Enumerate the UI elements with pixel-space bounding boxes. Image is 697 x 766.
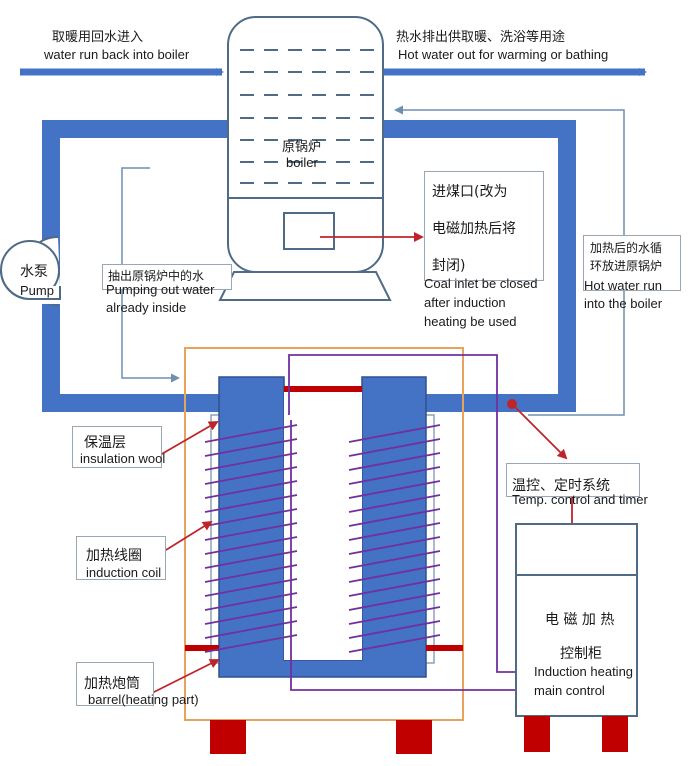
coil-turn (204, 480, 298, 499)
coal-label-cn-2: 电磁加热后将 (432, 221, 516, 237)
coal-label-cn-3: 封闭) (432, 258, 466, 274)
coil-turn (348, 424, 441, 443)
coil-turn (204, 634, 298, 653)
return-label-en-1: Hot water run (584, 278, 663, 293)
coil-turn (348, 606, 441, 625)
coil-turn (348, 634, 441, 653)
coil-label-cn: 加热线圈 (86, 548, 142, 564)
temp-label-en: Temp. control and timer (512, 492, 648, 507)
coil-turn (348, 522, 441, 541)
coal-label-en-2: after induction (424, 295, 506, 310)
coil-turn (204, 508, 298, 527)
boiler-label-en: boiler (286, 155, 318, 170)
pumpout-label-en-1: Pumping out water (106, 282, 215, 297)
pump-label-cn: 水泵 (20, 264, 48, 280)
cabinet-label-en-2: main control (534, 683, 605, 698)
barrel-label-en: barrel(heating part) (88, 692, 199, 707)
boiler-tank (218, 16, 392, 301)
coal-label-en-1: Coal inlet be closed (424, 276, 538, 291)
coal-label-cn-1: 进煤口(改为 (432, 184, 508, 200)
boiler-base (218, 271, 392, 301)
outflow-label-en: Hot water out for warming or bathing (398, 47, 609, 62)
coal-label-en-3: heating be used (424, 314, 517, 329)
coil-turn (204, 606, 298, 625)
pumpout-label-cn: 抽出原锅炉中的水 (108, 269, 205, 283)
coil-turn (204, 522, 298, 541)
coil-turn (204, 452, 298, 471)
coil-turn (348, 536, 441, 555)
coil-wire-inner (290, 420, 516, 691)
coil-turn (204, 536, 298, 555)
barrel-label-cn: 加热炮筒 (84, 676, 140, 692)
coil-label-box (76, 536, 166, 580)
coil-turn (348, 620, 441, 639)
pumpout-label-en-2: already inside (106, 300, 187, 315)
heater-frame (184, 347, 464, 721)
coil-turn (204, 578, 298, 597)
temp-label-cn: 温控、定时系统 (512, 478, 610, 494)
coil-turn (348, 438, 441, 457)
coil-turn (348, 480, 441, 499)
coil-turn (348, 494, 441, 513)
return-label-cn-1: 加热后的水循 (590, 241, 663, 255)
cabinet-label-en-1: Induction heating (534, 664, 634, 679)
insulation-label-en: insulation wool (80, 451, 166, 466)
coil-turn (348, 550, 441, 569)
coil-turn (348, 452, 441, 471)
coil-label-en: induction coil (86, 565, 162, 580)
cabinet-label-cn-1: 电 磁 加 热 (545, 612, 615, 628)
coil-turn (204, 592, 298, 611)
red-plates (185, 386, 463, 651)
coil-turn (348, 592, 441, 611)
feet (210, 716, 628, 754)
coil-turn (204, 438, 298, 457)
coil-turn (204, 620, 298, 639)
coil-turn (348, 564, 441, 583)
control-cabinet (515, 523, 638, 717)
coal-inlet-door (283, 212, 335, 250)
inflow-label-cn: 取暖用回水进入 (52, 30, 144, 45)
induction-coil (204, 424, 441, 653)
coil-turn (204, 550, 298, 569)
outflow-label-cn: 热水排出供取暖、洗浴等用途 (396, 30, 566, 45)
barrel-label-box (76, 662, 154, 706)
coil-wire-outer (288, 354, 516, 673)
return-label-cn-2: 环放进原锅炉 (590, 259, 663, 273)
temp-label-box (506, 463, 640, 497)
coal-inlet-label-box (424, 171, 544, 281)
coil-turn (204, 424, 298, 443)
coil-turn (204, 564, 298, 583)
pumpout-label-box (102, 264, 232, 290)
coil-turn (204, 466, 298, 485)
sensor-arrow (511, 403, 568, 460)
pump-label-en: Pump (20, 283, 54, 298)
coil-turn (348, 466, 441, 485)
label-arrows (147, 232, 424, 696)
return-label-en-2: into the boiler (584, 296, 663, 311)
coil-turn (348, 508, 441, 527)
insulation-label-cn: 保温层 (84, 435, 126, 451)
cabinet-label-cn-2: 控制柜 (560, 646, 602, 662)
coil-turn (204, 494, 298, 513)
boiler-label-cn: 原锅炉 (282, 140, 322, 155)
inflow-label-en: water run back into boiler (44, 47, 190, 62)
insulation-label-box (72, 426, 162, 468)
return-label-box (583, 235, 681, 291)
coil-turn (348, 578, 441, 597)
